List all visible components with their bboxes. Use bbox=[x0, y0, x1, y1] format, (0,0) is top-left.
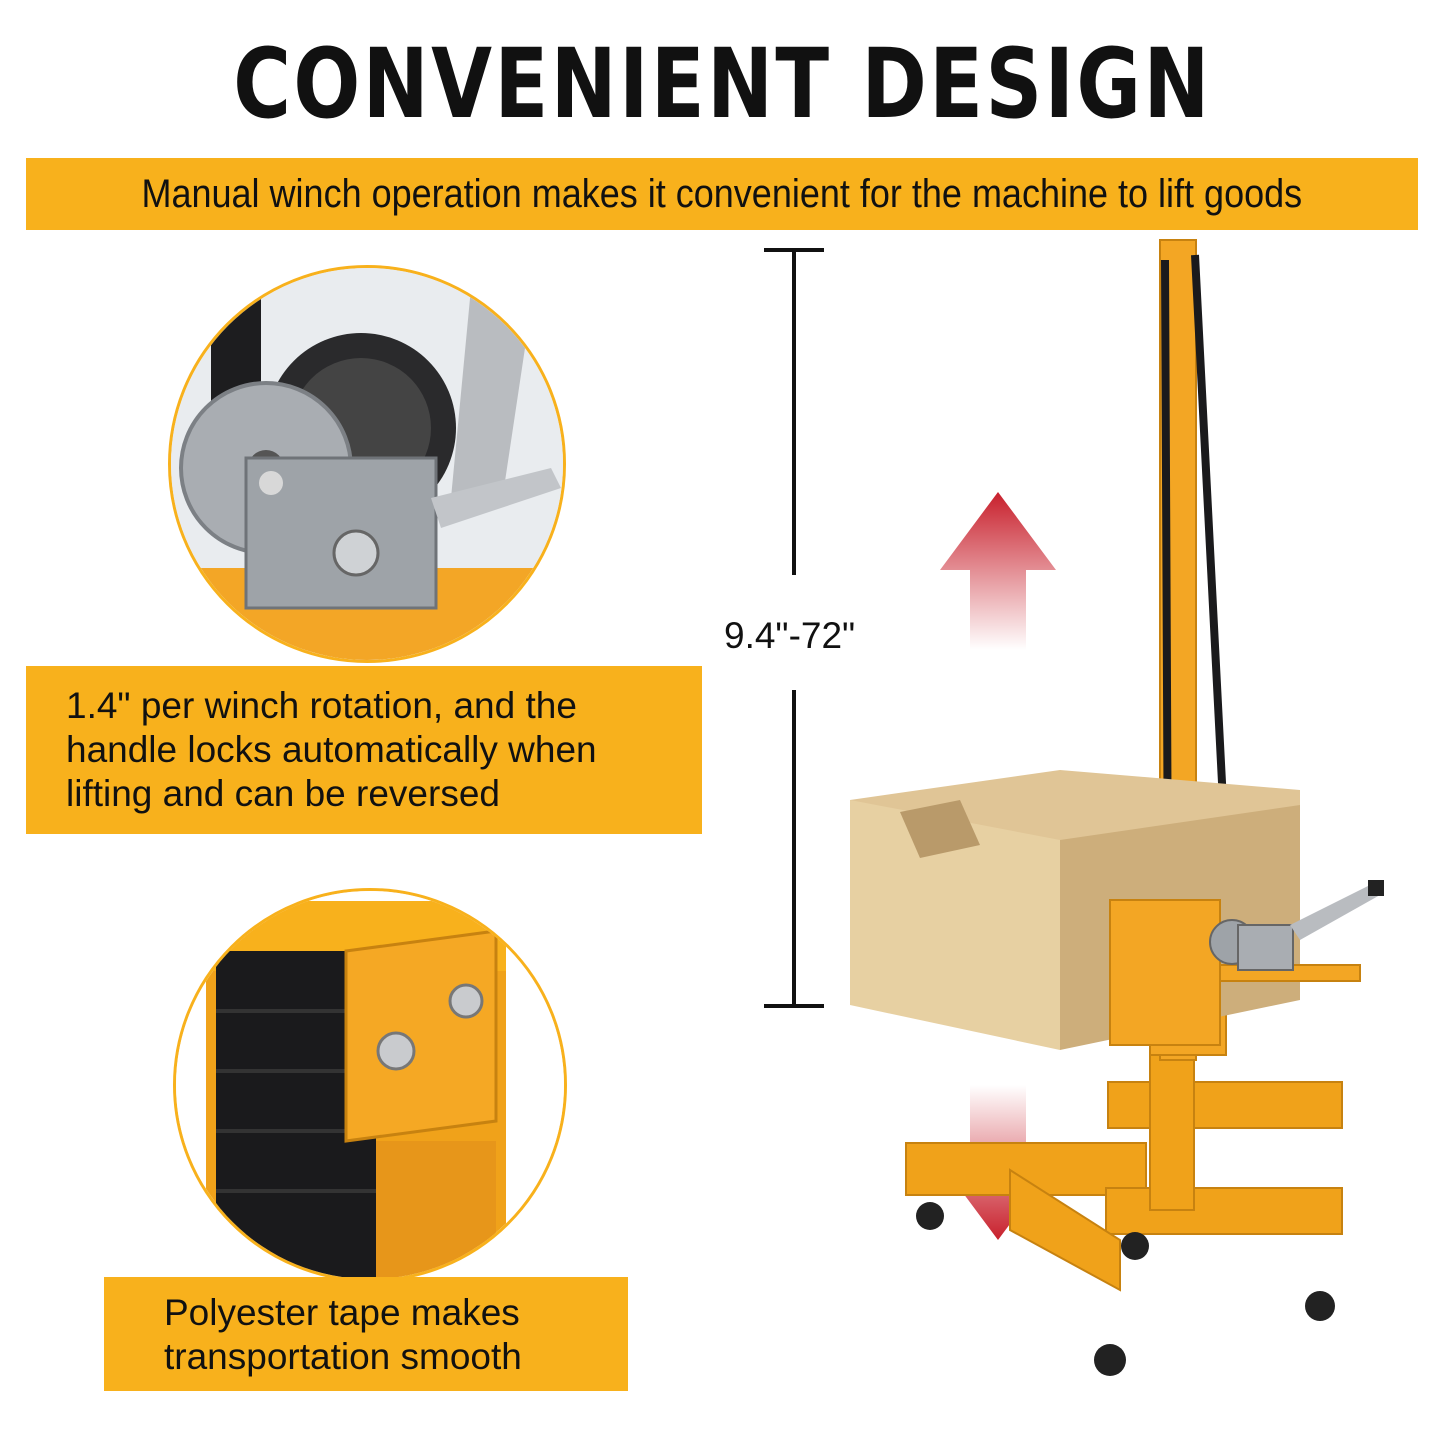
winch-closeup-illustration bbox=[171, 268, 563, 660]
tape-callout-line: Polyester tape makes bbox=[164, 1292, 520, 1333]
page-title: CONVENIENT DESIGN bbox=[233, 28, 1212, 140]
winch-carriage bbox=[1109, 880, 1384, 1046]
tape-closeup bbox=[173, 888, 567, 1282]
down-arrow-icon bbox=[940, 1085, 1056, 1240]
cardboard-box bbox=[850, 770, 1300, 1050]
banner-text: Manual winch operation makes it convenie… bbox=[141, 171, 1303, 216]
tape-callout-line: transportation smooth bbox=[164, 1336, 522, 1377]
caster-wheels bbox=[916, 1202, 1335, 1376]
lift-mast bbox=[1149, 239, 1227, 1061]
winch-callout-line: 1.4" per winch rotation, and the bbox=[66, 685, 577, 726]
up-arrow-icon bbox=[940, 492, 1056, 650]
lift-base bbox=[905, 1049, 1343, 1292]
winch-callout-line: lifting and can be reversed bbox=[66, 773, 500, 814]
winch-callout-line: handle locks automatically when bbox=[66, 729, 597, 770]
winch-callout: 1.4" per winch rotation, and the handle … bbox=[26, 666, 702, 834]
winch-closeup bbox=[168, 265, 566, 663]
tape-closeup-illustration bbox=[176, 891, 564, 1279]
lift-strap bbox=[1161, 254, 1232, 901]
headline-banner: Manual winch operation makes it convenie… bbox=[26, 158, 1418, 230]
height-range-label: 9.4"-72" bbox=[724, 615, 856, 656]
tape-callout: Polyester tape makes transportation smoo… bbox=[104, 1277, 628, 1391]
